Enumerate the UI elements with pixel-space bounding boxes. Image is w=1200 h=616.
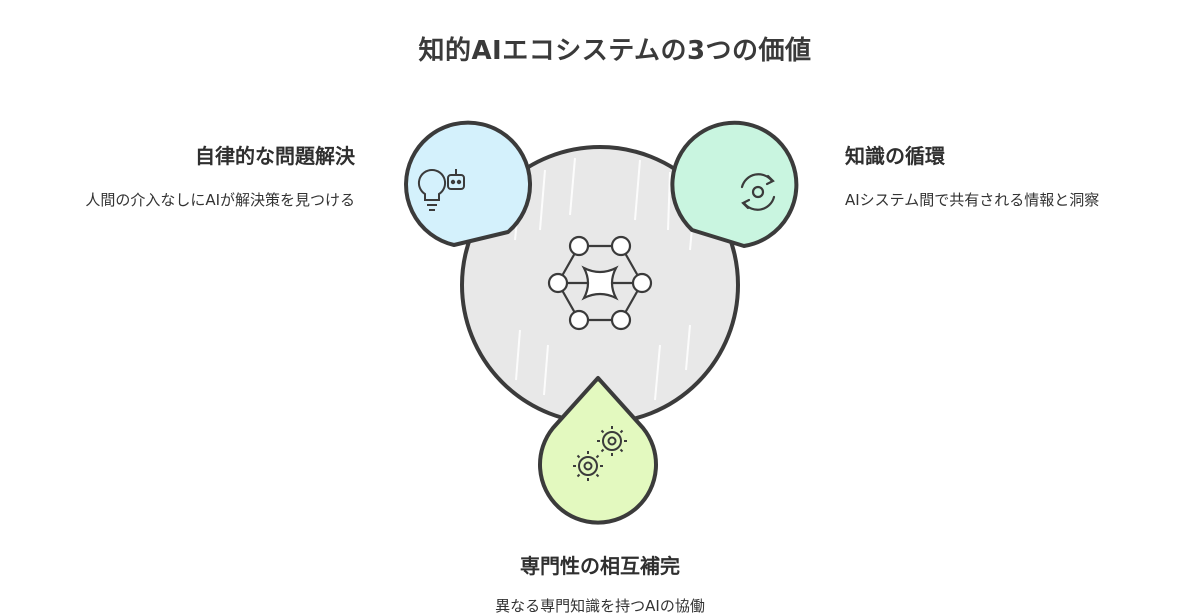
refresh-cycle-icon xyxy=(740,173,776,211)
page-title: 知的AIエコシステムの3つの価値 xyxy=(418,36,812,66)
node-right xyxy=(670,120,799,248)
node-left-description: 人間の介入なしにAIが解決策を見つける xyxy=(85,191,355,209)
node-left xyxy=(404,120,532,247)
node-right-label: 知識の循環 AIシステム間で共有される情報と洞察 xyxy=(845,140,1099,210)
node-left-shape xyxy=(404,120,532,247)
node-left-label: 自律的な問題解決 人間の介入なしにAIが解決策を見つける xyxy=(85,140,355,210)
node-left-title: 自律的な問題解決 xyxy=(195,144,355,168)
node-bottom-description: 異なる専門知識を持つAIの協働 xyxy=(495,597,705,615)
node-bottom xyxy=(538,376,658,525)
ecosystem-diagram xyxy=(404,120,799,525)
gears-icon xyxy=(573,426,627,481)
node-bottom-label: 専門性の相互補完 異なる専門知識を持つAIの協働 xyxy=(0,550,1200,616)
node-right-shape xyxy=(670,120,799,248)
node-right-title: 知識の循環 xyxy=(845,144,945,168)
network-hub-icon xyxy=(547,235,653,331)
node-right-description: AIシステム間で共有される情報と洞察 xyxy=(845,191,1100,209)
lightbulb-robot-icon xyxy=(417,168,465,211)
node-bottom-shape xyxy=(538,376,658,525)
node-bottom-title: 専門性の相互補完 xyxy=(520,554,680,578)
